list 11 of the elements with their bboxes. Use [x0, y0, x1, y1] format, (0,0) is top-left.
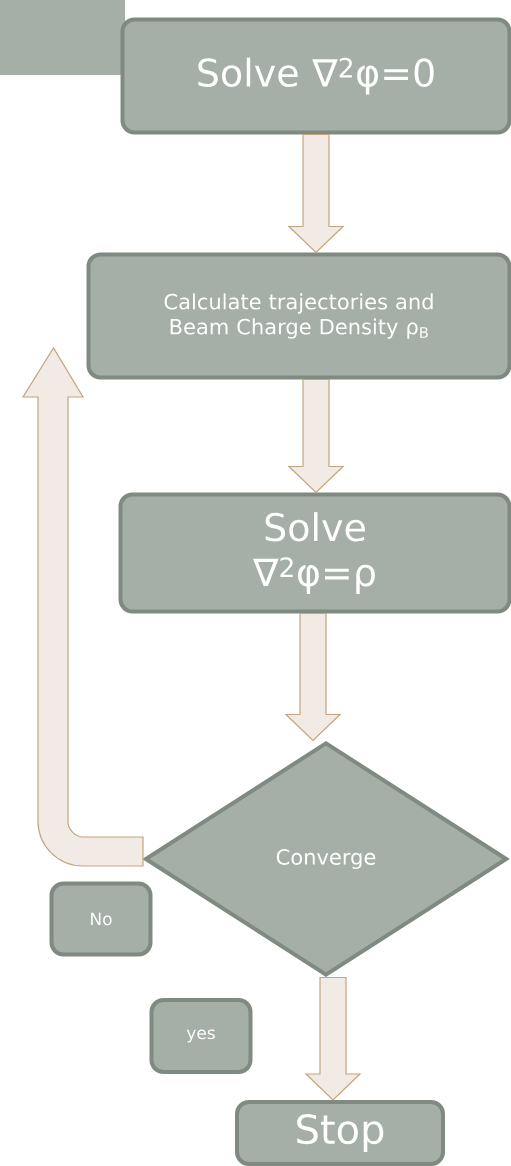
block-arrow: [284, 612, 342, 742]
block-arrow: [304, 976, 362, 1101]
block-arrow: [22, 347, 144, 867]
process-box: yes: [149, 998, 253, 1074]
process-box: No: [49, 881, 153, 957]
process-box: Solve ∇$^{2}$φ=ρ: [118, 492, 511, 614]
process-box: Solve ∇$^{2}$φ=0: [120, 17, 511, 135]
process-box: Stop: [235, 1100, 445, 1166]
block-arrow: [287, 378, 345, 494]
process-box: Calculate trajectories and Beam Charge Density ρ$_{B}$: [86, 252, 511, 380]
block-arrow: [287, 133, 345, 254]
